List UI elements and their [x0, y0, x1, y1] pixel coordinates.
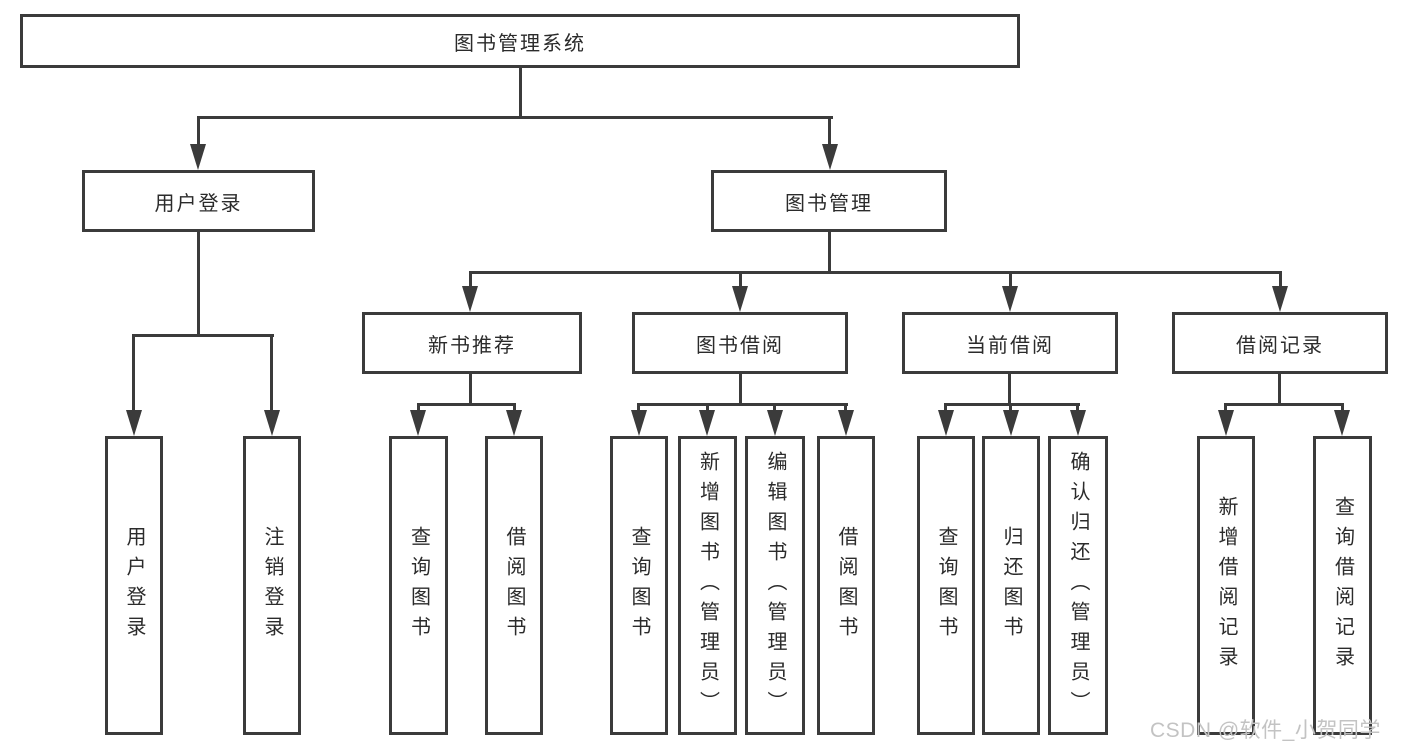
- leaf-confirm-return-admin: 确认归还（管理员）: [1048, 436, 1108, 735]
- node-label: 编辑图书（管理员）: [764, 450, 786, 721]
- connector-line: [739, 372, 742, 406]
- node-borrowing-records: 借阅记录: [1172, 312, 1388, 374]
- connector-line: [469, 271, 1282, 274]
- connector-line: [773, 403, 776, 415]
- node-book-borrowing: 图书借阅: [632, 312, 848, 374]
- node-label: 查询图书: [407, 525, 430, 646]
- connector-line: [469, 271, 472, 291]
- node-label: 确认归还（管理员）: [1067, 450, 1089, 721]
- connector-line: [828, 231, 831, 273]
- connector-line: [739, 271, 742, 291]
- connector-line: [1341, 403, 1344, 415]
- connector-line: [637, 403, 640, 415]
- arrow-down-icon: [1003, 410, 1019, 436]
- connector-line: [1278, 372, 1281, 406]
- connector-line: [197, 116, 833, 119]
- leaf-return-books: 归还图书: [982, 436, 1040, 735]
- arrow-down-icon: [264, 410, 280, 436]
- leaf-logout: 注销登录: [243, 436, 301, 735]
- connector-line: [706, 403, 709, 415]
- leaf-query-books-borrowing: 查询图书: [610, 436, 668, 735]
- leaf-add-books-admin: 新增图书（管理员）: [678, 436, 737, 735]
- connector-line: [197, 231, 200, 337]
- leaf-user-login: 用户登录: [105, 436, 163, 735]
- arrow-down-icon: [631, 410, 647, 436]
- arrow-down-icon: [1070, 410, 1086, 436]
- arrow-down-icon: [1218, 410, 1234, 436]
- leaf-add-borrow-record: 新增借阅记录: [1197, 436, 1255, 735]
- node-label: 借阅记录: [1236, 334, 1324, 357]
- node-current-borrowing: 当前借阅: [902, 312, 1118, 374]
- node-user-login: 用户登录: [82, 170, 315, 232]
- connector-line: [1009, 271, 1012, 291]
- node-new-book-recommendation: 新书推荐: [362, 312, 582, 374]
- arrow-down-icon: [767, 410, 783, 436]
- node-label: 当前借阅: [966, 334, 1054, 357]
- arrow-down-icon: [410, 410, 426, 436]
- node-library-management-system: 图书管理系统: [20, 14, 1020, 68]
- connector-line: [637, 403, 848, 406]
- node-label: 查询图书: [935, 525, 957, 646]
- node-book-management: 图书管理: [711, 170, 947, 232]
- connector-line: [1224, 403, 1227, 415]
- connector-line: [828, 116, 831, 148]
- node-label: 用户登录: [123, 525, 145, 646]
- arrow-down-icon: [1002, 286, 1018, 312]
- connector-line: [197, 116, 200, 148]
- leaf-query-books-current: 查询图书: [917, 436, 975, 735]
- arrow-down-icon: [838, 410, 854, 436]
- connector-line: [417, 403, 516, 406]
- node-label: 图书管理: [785, 192, 873, 215]
- connector-line: [270, 334, 273, 414]
- arrow-down-icon: [699, 410, 715, 436]
- connector-line: [519, 66, 522, 118]
- connector-line: [132, 334, 135, 414]
- arrow-down-icon: [732, 286, 748, 312]
- connector-line: [944, 403, 1080, 406]
- connector-line: [1279, 271, 1282, 291]
- node-label: 用户登录: [154, 192, 243, 215]
- arrow-down-icon: [1334, 410, 1350, 436]
- connector-line: [513, 403, 516, 415]
- connector-line: [844, 403, 847, 415]
- arrow-down-icon: [822, 144, 838, 170]
- arrow-down-icon: [126, 410, 142, 436]
- node-label: 新书推荐: [428, 334, 516, 357]
- leaf-query-books-recommend: 查询图书: [389, 436, 448, 735]
- node-label: 注销登录: [261, 525, 283, 646]
- leaf-borrow-books: 借阅图书: [817, 436, 875, 735]
- arrow-down-icon: [506, 410, 522, 436]
- leaf-edit-books-admin: 编辑图书（管理员）: [745, 436, 805, 735]
- connector-line: [469, 372, 472, 406]
- arrow-down-icon: [462, 286, 478, 312]
- node-label: 新增图书（管理员）: [696, 450, 719, 721]
- csdn-watermark: CSDN @软件_小贺同学: [1150, 719, 1381, 742]
- connector-line: [1076, 403, 1079, 415]
- connector-line: [132, 334, 274, 337]
- connector-line: [1224, 403, 1344, 406]
- arrow-down-icon: [938, 410, 954, 436]
- arrow-down-icon: [1272, 286, 1288, 312]
- node-label: 查询借阅记录: [1331, 495, 1354, 676]
- leaf-borrow-books-recommend: 借阅图书: [485, 436, 543, 735]
- node-label: 借阅图书: [835, 525, 857, 646]
- connector-line: [1009, 403, 1012, 415]
- connector-line: [1008, 372, 1011, 406]
- node-label: 图书借阅: [696, 334, 784, 357]
- connector-line: [417, 403, 420, 415]
- node-label: 新增借阅记录: [1215, 495, 1237, 676]
- node-label: 查询图书: [628, 525, 650, 646]
- arrow-down-icon: [190, 144, 206, 170]
- node-label: 归还图书: [1000, 525, 1022, 646]
- node-label: 图书管理系统: [454, 32, 586, 55]
- connector-line: [944, 403, 947, 415]
- node-label: 借阅图书: [503, 525, 525, 646]
- leaf-query-borrow-record: 查询借阅记录: [1313, 436, 1372, 735]
